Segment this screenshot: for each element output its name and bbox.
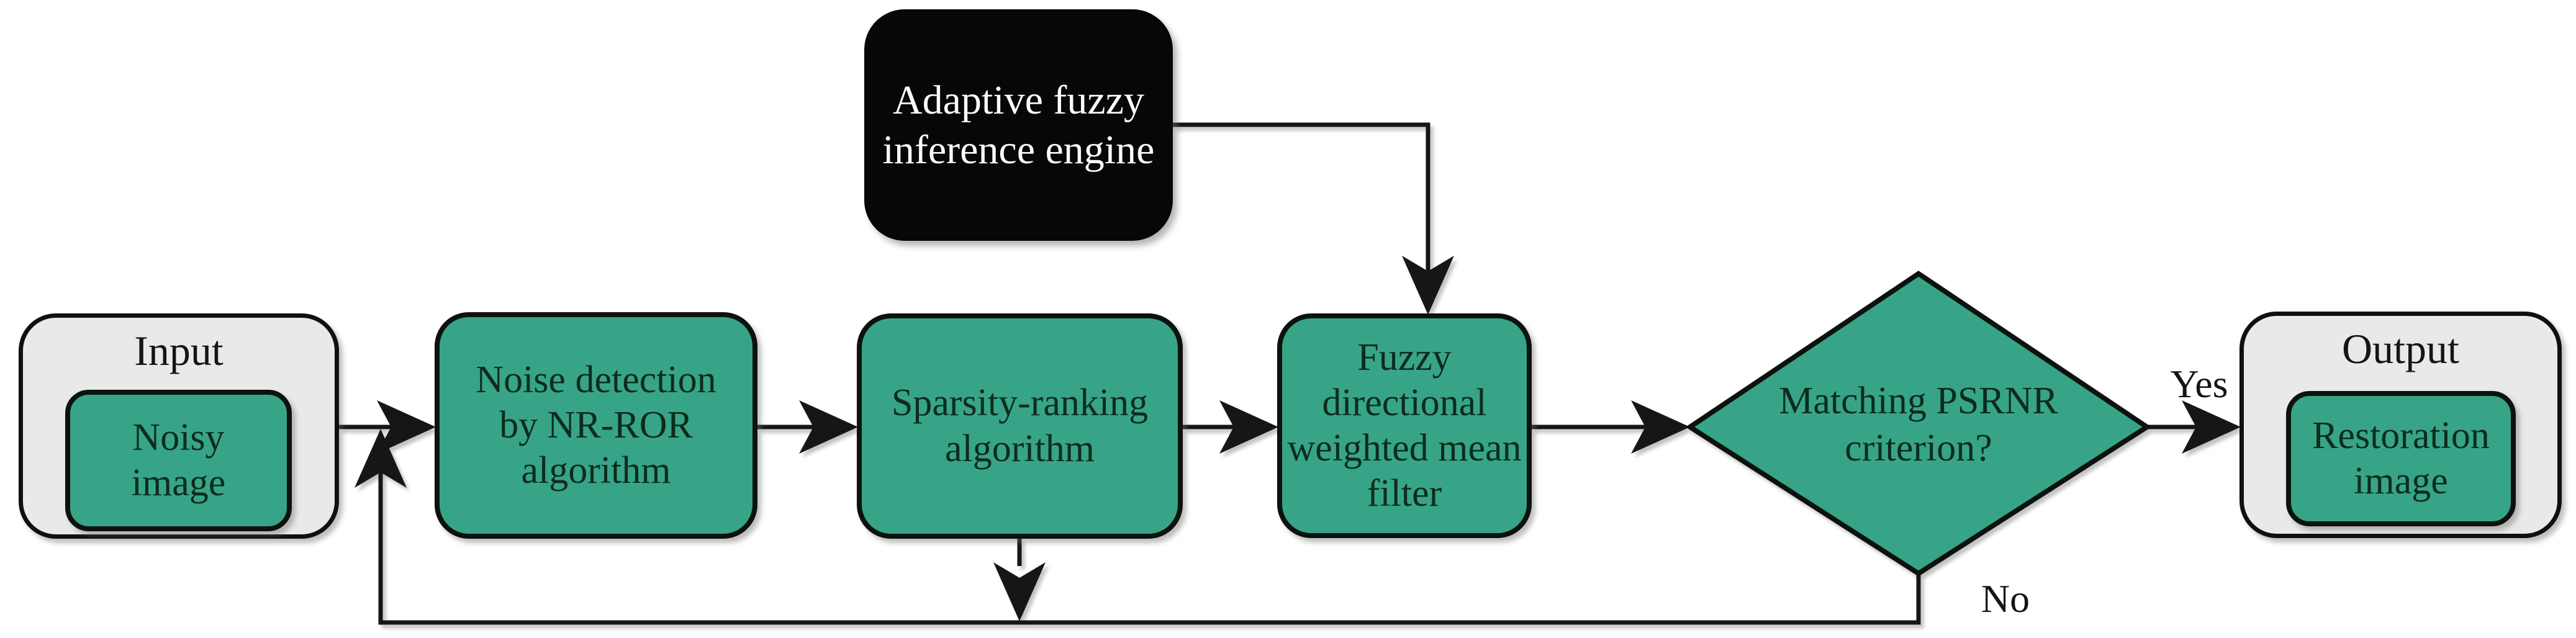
node-line: inference engine xyxy=(882,127,1155,173)
arrowhead-sparsity-down xyxy=(993,562,1046,621)
node-inference-engine: Adaptive fuzzy inference engine xyxy=(864,9,1173,241)
node-line: Matching PSRNR xyxy=(1779,380,2058,423)
node-line: Sparsity-ranking xyxy=(891,382,1149,425)
node-line: Restoration xyxy=(2312,414,2490,457)
node-output-container: Output Restoration image xyxy=(2239,312,2562,538)
node-sparsity-ranking: Sparsity-ranking algorithm xyxy=(857,313,1183,539)
node-line: Noisy xyxy=(132,416,225,459)
arrowhead-into-output xyxy=(2182,400,2241,454)
node-line: weighted mean xyxy=(1287,427,1522,469)
edge-label-yes: Yes xyxy=(2170,362,2228,406)
node-noisy-image: Noisy image xyxy=(65,390,292,531)
arrowhead-feedback-up xyxy=(355,429,407,488)
node-fuzzy-filter: Fuzzy directional weighted mean filter xyxy=(1277,313,1532,538)
edge-label-no: No xyxy=(1981,577,2030,621)
node-line: Fuzzy xyxy=(1357,336,1452,379)
decision-diamond-shape xyxy=(1685,271,2152,577)
node-line: filter xyxy=(1367,472,1442,515)
output-title: Output xyxy=(2342,325,2459,372)
node-line: Adaptive fuzzy xyxy=(893,78,1144,124)
arrowhead-into-decision xyxy=(1631,400,1690,454)
arrowhead-into-filter xyxy=(1219,400,1278,454)
input-title: Input xyxy=(134,327,224,374)
node-input-container: Input Noisy image xyxy=(19,313,339,539)
arrowhead-into-sparsity xyxy=(799,400,858,454)
node-line: image xyxy=(131,462,226,504)
arrowhead-engine-down xyxy=(1402,256,1454,315)
node-noise-detection: Noise detection by NR-ROR algorithm xyxy=(435,312,757,539)
node-line: directional xyxy=(1322,381,1487,424)
node-line: algorithm xyxy=(521,449,671,492)
arrowhead-into-noise xyxy=(377,400,436,454)
node-decision: Matching PSRNR criterion? xyxy=(1714,348,2123,503)
edge-no-feedback-line xyxy=(378,434,1921,625)
node-line: by NR-ROR xyxy=(499,403,693,446)
node-line: algorithm xyxy=(944,427,1095,470)
node-line: Noise detection xyxy=(476,358,716,401)
node-line: image xyxy=(2354,460,2448,502)
node-line: criterion? xyxy=(1845,427,1992,469)
node-restoration-image: Restoration image xyxy=(2286,391,2516,526)
edge-engine-to-filter xyxy=(1173,122,1430,271)
